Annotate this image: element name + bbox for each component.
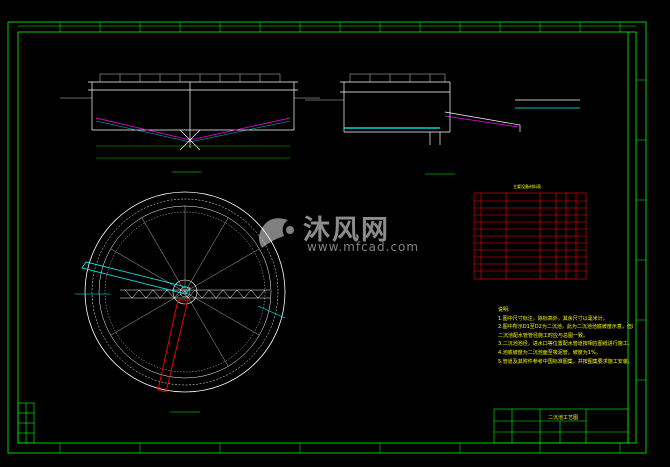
notes-line-3: 二沉池配水管管径施工时应与总图一致。	[498, 332, 589, 339]
frame-ruler-top	[18, 22, 636, 32]
section-a-truss	[99, 73, 281, 82]
notes-line-4: 3.二沉池池径，进水口等位置配水管道按相应图纸进行施工。	[498, 341, 633, 348]
notes-line-1: 1.图中尺寸标注，除标高外，其余尺寸以毫米计。	[498, 315, 608, 322]
plan-bridge	[120, 289, 270, 299]
title-block	[493, 408, 629, 444]
equipment-table-title: 主要设备材料表	[513, 184, 541, 189]
notes-line-5: 4.池底坡度为二沉池面至吸泥管，坡度为1%。	[498, 349, 601, 356]
design-notes: 说明: 1.图中尺寸标注，除标高外，其余尺寸以毫米计。 2.图中所示D1至D2为…	[498, 306, 633, 366]
plan-radial-lines	[110, 206, 260, 367]
plan-sludge-pipe	[157, 299, 189, 393]
notes-line-2: 2.图中所示D1至D2为二沉池，此为二沉池池底坡度示意，但出	[498, 324, 633, 331]
revision-stamp	[17, 402, 35, 444]
section-b-truss	[349, 73, 446, 82]
section-b-view	[305, 81, 580, 145]
frame-ruler-right	[636, 79, 646, 381]
plan-outlet-pipes	[75, 293, 286, 319]
notes-title: 说明:	[498, 307, 510, 313]
frame-ruler-bottom	[59, 443, 621, 453]
section-a-view	[60, 81, 320, 159]
drawing-title: 二沉池工艺图	[548, 415, 579, 421]
plan-inlet-channel	[81, 261, 191, 295]
watermark-logo-icon	[259, 218, 294, 248]
notes-line-6: 5.管道及其附件参考中国标准图集，并按图集要求施工安装。	[498, 358, 633, 365]
drawing-frame	[7, 21, 647, 454]
watermark-url: www.mfcad.com	[307, 240, 420, 254]
watermark-brand-text: 沐风网	[303, 215, 390, 246]
watermark: 沐风网 www.mfcad.com	[255, 208, 425, 258]
equipment-table	[473, 192, 587, 280]
